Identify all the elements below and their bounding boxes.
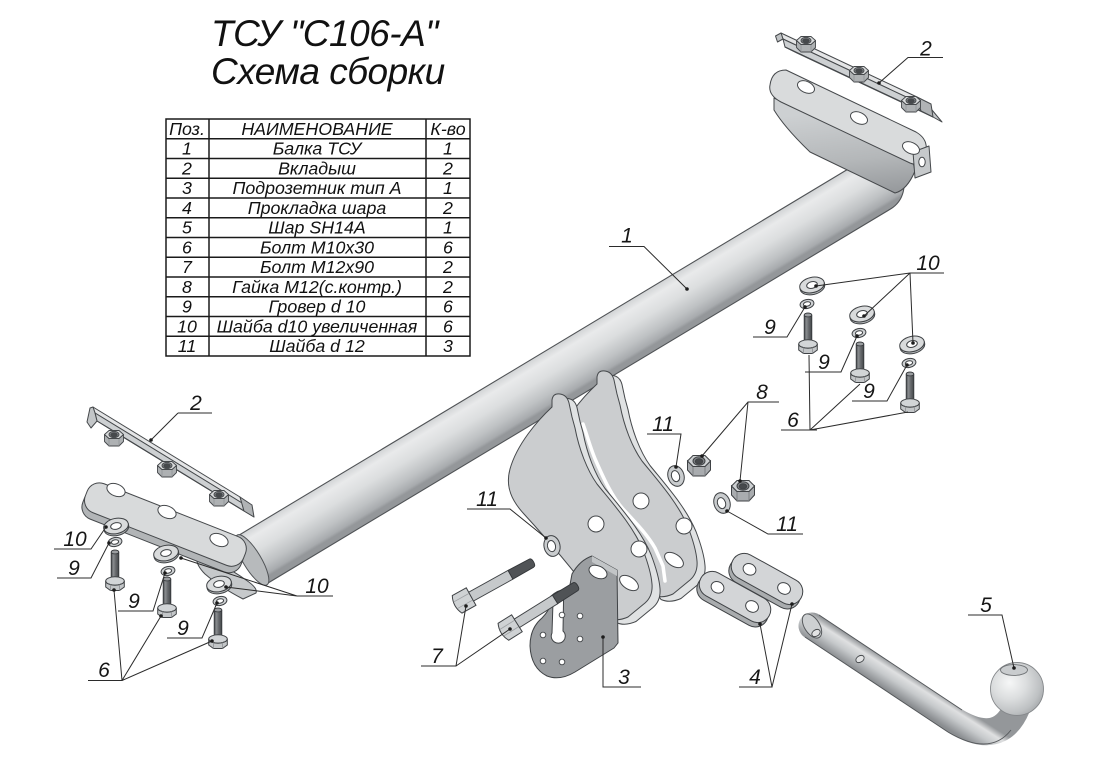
- svg-text:5: 5: [980, 594, 992, 617]
- svg-text:3: 3: [443, 336, 453, 356]
- svg-text:7: 7: [182, 257, 193, 277]
- svg-text:3: 3: [618, 666, 630, 689]
- svg-text:9: 9: [68, 557, 80, 580]
- svg-text:Болт М12х90: Болт М12х90: [260, 257, 374, 277]
- svg-text:1: 1: [443, 178, 453, 198]
- svg-text:1: 1: [443, 218, 453, 238]
- svg-text:2: 2: [442, 277, 453, 297]
- svg-text:11: 11: [476, 488, 498, 511]
- svg-text:ТСУ "С106-А": ТСУ "С106-А": [211, 13, 440, 54]
- svg-text:11: 11: [652, 413, 674, 436]
- svg-text:2: 2: [442, 158, 453, 178]
- svg-text:6: 6: [443, 316, 453, 336]
- svg-text:2: 2: [919, 38, 932, 61]
- svg-text:6: 6: [182, 237, 192, 257]
- svg-text:Прокладка шара: Прокладка шара: [248, 198, 387, 218]
- svg-text:5: 5: [182, 218, 192, 238]
- svg-text:Болт М10х30: Болт М10х30: [260, 237, 374, 257]
- svg-text:4: 4: [182, 198, 192, 218]
- svg-text:Поз.: Поз.: [169, 119, 205, 139]
- svg-text:9: 9: [863, 380, 875, 403]
- svg-text:1: 1: [443, 139, 453, 159]
- svg-text:11: 11: [776, 513, 798, 536]
- svg-text:2: 2: [189, 392, 202, 415]
- svg-text:2: 2: [442, 198, 453, 218]
- svg-text:8: 8: [756, 381, 768, 404]
- svg-text:6: 6: [443, 237, 453, 257]
- svg-text:Шар SH14A: Шар SH14A: [268, 218, 365, 238]
- svg-text:1: 1: [182, 139, 192, 159]
- svg-text:К-во: К-во: [430, 119, 465, 139]
- svg-text:Гайка М12(с.контр.): Гайка М12(с.контр.): [232, 277, 402, 297]
- svg-text:Гровер d 10: Гровер d 10: [269, 297, 366, 317]
- svg-text:9: 9: [128, 590, 140, 613]
- svg-text:6: 6: [98, 659, 110, 682]
- svg-text:6: 6: [443, 297, 453, 317]
- svg-text:9: 9: [818, 351, 830, 374]
- svg-text:10: 10: [177, 316, 197, 336]
- svg-text:Подрозетник тип А: Подрозетник тип А: [232, 178, 401, 198]
- svg-text:10: 10: [63, 528, 87, 551]
- svg-text:10: 10: [916, 252, 940, 275]
- svg-text:1: 1: [621, 225, 633, 248]
- svg-text:9: 9: [764, 316, 776, 339]
- svg-text:7: 7: [431, 645, 444, 668]
- svg-text:4: 4: [749, 666, 761, 689]
- svg-text:НАИМЕНОВАНИЕ: НАИМЕНОВАНИЕ: [241, 119, 393, 139]
- svg-text:Шайба d10 увеличенная: Шайба d10 увеличенная: [217, 316, 418, 336]
- svg-text:9: 9: [177, 617, 189, 640]
- svg-text:3: 3: [182, 178, 192, 198]
- svg-text:Балка ТСУ: Балка ТСУ: [273, 139, 363, 159]
- svg-text:Схема сборки: Схема сборки: [211, 51, 445, 92]
- svg-text:6: 6: [787, 409, 799, 432]
- svg-text:10: 10: [305, 575, 329, 598]
- svg-text:11: 11: [178, 336, 196, 356]
- svg-text:8: 8: [182, 277, 192, 297]
- svg-text:2: 2: [181, 158, 192, 178]
- svg-text:2: 2: [442, 257, 453, 277]
- svg-text:9: 9: [182, 297, 192, 317]
- svg-text:Шайба d 12: Шайба d 12: [269, 336, 365, 356]
- svg-text:Вкладыш: Вкладыш: [278, 158, 356, 178]
